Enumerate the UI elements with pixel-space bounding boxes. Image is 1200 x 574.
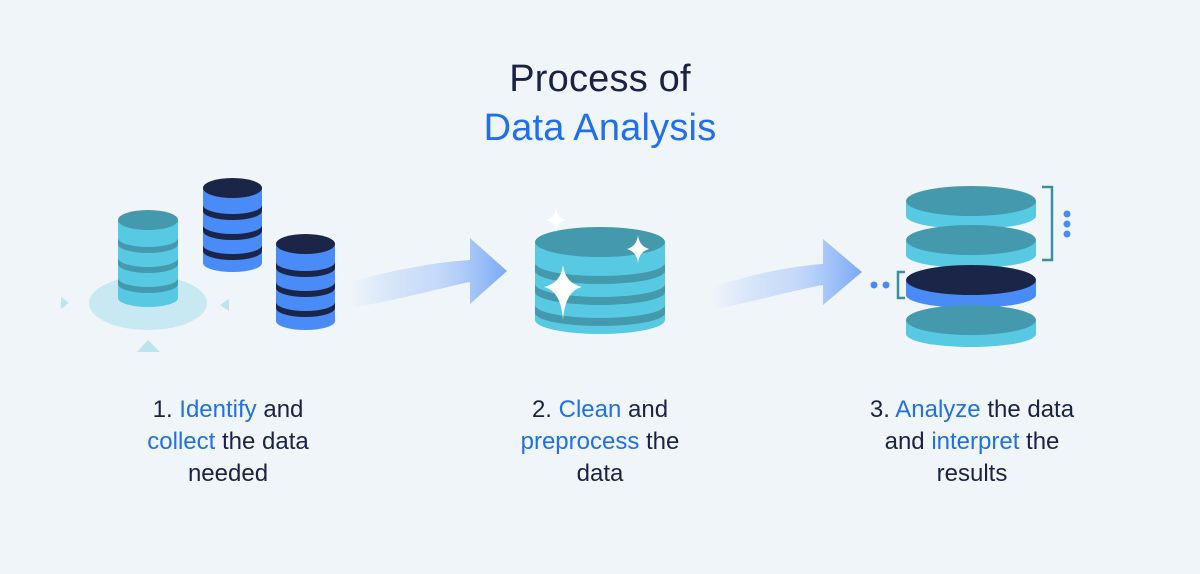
blue-database-icon: [203, 178, 262, 272]
caption-line: 1. Identify and: [152, 396, 304, 423]
arrow-right-icon: [350, 238, 507, 308]
caption-line: data: [576, 460, 624, 487]
dot-icon: [870, 281, 878, 289]
pointer-left-icon: [61, 297, 69, 309]
dot-icon: [882, 281, 890, 289]
highlight-keyword: collect: [147, 428, 216, 455]
highlight-keyword: preprocess: [520, 428, 640, 455]
bracket-right-icon: [1042, 185, 1054, 262]
highlight-keyword: Identify: [179, 396, 257, 423]
title-line-1: Process of: [509, 58, 691, 100]
dot-icon: [1063, 230, 1071, 238]
caption-line: preprocess the: [520, 428, 680, 455]
dot-icon: [1063, 210, 1071, 218]
bracket-left-icon: [896, 270, 905, 300]
step-2-caption: 2. Clean and preprocess the data: [450, 394, 750, 490]
caption-line: 3. Analyze the data: [869, 396, 1075, 423]
sparkle-icon: [546, 208, 566, 232]
sparkle-icon: [544, 265, 582, 320]
caption-line: needed: [187, 460, 269, 487]
arrow-right-icon: [712, 239, 862, 310]
sparkle-icon: [627, 235, 649, 263]
step-3-caption: 3. Analyze the data and interpret the re…: [822, 394, 1122, 490]
highlight-keyword: Analyze: [895, 396, 981, 423]
highlight-keyword: Clean: [558, 396, 622, 423]
step-1-caption: 1. Identify and collect the data needed: [78, 394, 378, 490]
database-layers-analysis-icon: [870, 185, 1071, 347]
caption-line: and interpret the: [884, 428, 1060, 455]
database-layer: [906, 225, 1036, 268]
dot-icon: [1063, 220, 1071, 228]
pointer-bottom-icon: [137, 340, 160, 352]
database-collection-icon: [61, 178, 335, 352]
pointer-right-icon: [220, 299, 229, 311]
teal-database-icon: [118, 210, 178, 307]
blue-database-icon: [276, 234, 335, 330]
caption-line: collect the data: [147, 428, 309, 455]
caption-line: 2. Clean and: [531, 396, 669, 423]
database-layer: [906, 305, 1036, 347]
database-layer-highlighted: [906, 265, 1036, 308]
highlight-keyword: interpret: [931, 428, 1020, 455]
caption-line: results: [936, 460, 1008, 487]
database-layer: [906, 186, 1036, 229]
title-line-2: Data Analysis: [483, 107, 717, 149]
clean-database-sparkle-icon: [535, 208, 665, 334]
